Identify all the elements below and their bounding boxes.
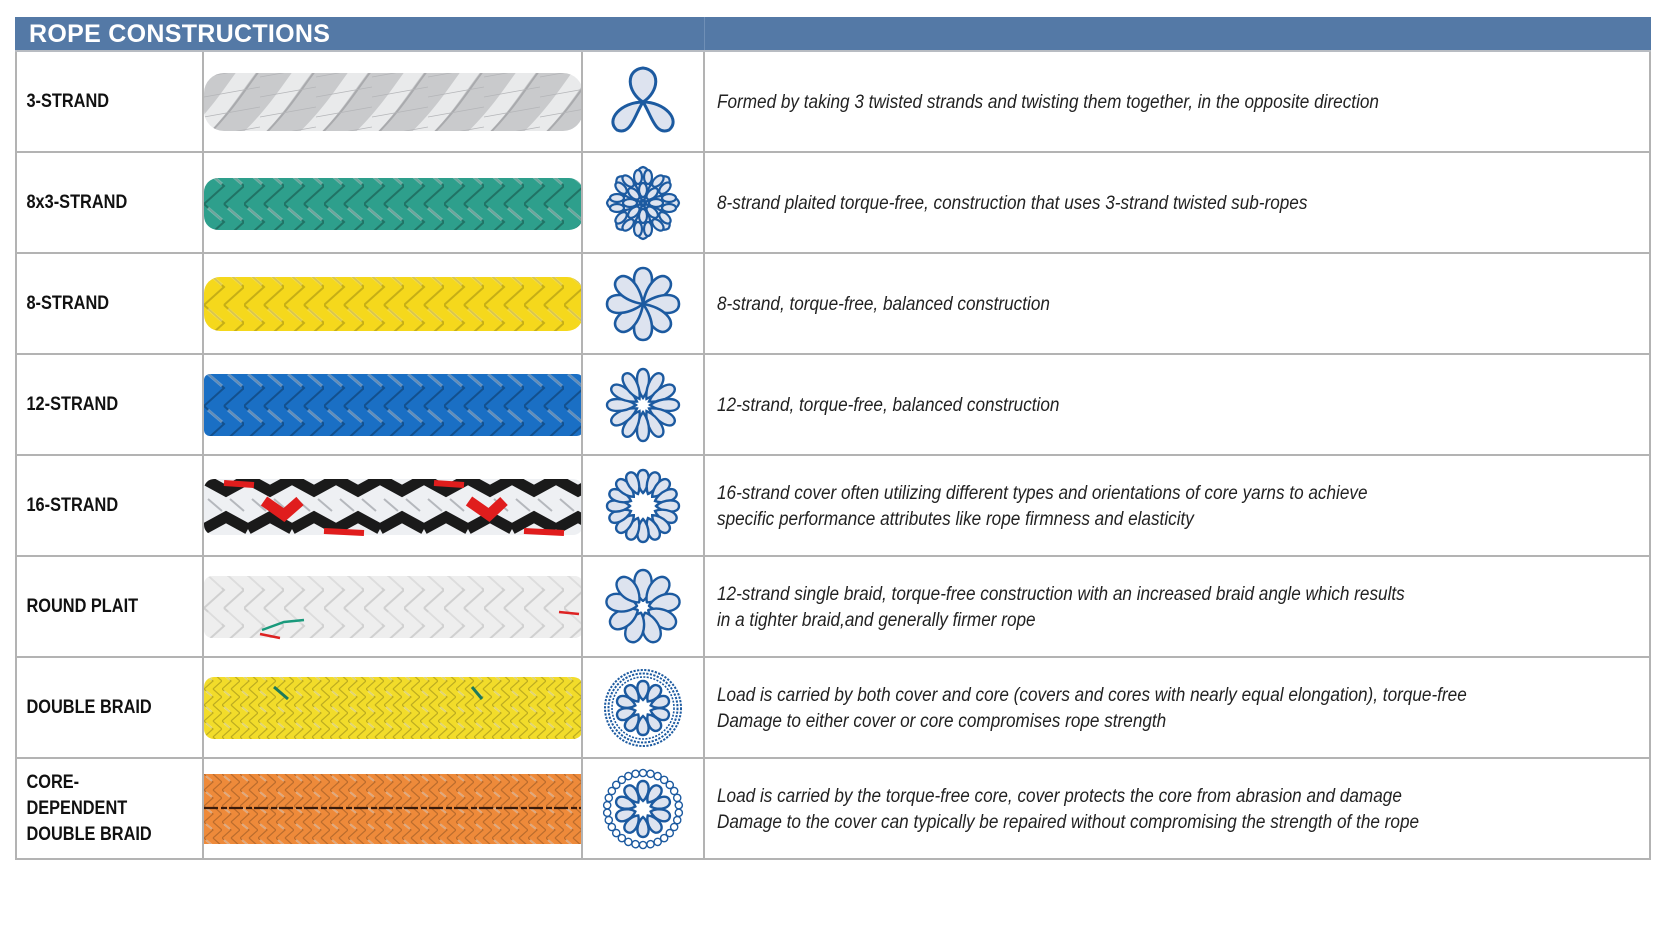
construction-name-cell: 16-STRAND — [17, 456, 204, 555]
construction-name-cell: 3-STRAND — [17, 52, 204, 151]
16-strand-cross-section-icon — [605, 468, 681, 543]
cross-section-cell — [583, 355, 705, 454]
construction-name: 8x3-STRAND — [26, 191, 128, 213]
table-row: 8x3-STRAND 8-strand plaited to — [15, 153, 1651, 254]
rope-8-strand-image — [204, 269, 581, 339]
construction-name: 12-STRAND — [26, 393, 119, 415]
cross-section-cell — [583, 557, 705, 656]
construction-name-cell: DOUBLE BRAID — [17, 658, 204, 757]
rope-photo — [204, 759, 583, 858]
3-strand-cross-section-icon — [611, 65, 675, 132]
8x3-strand-cross-section-icon — [605, 165, 681, 240]
construction-name-cell: 8-STRAND — [17, 254, 204, 353]
table-row: 3-STRAND Formed by taking 3 twisted stra… — [15, 52, 1651, 153]
description-line: Load is carried by both cover and core (… — [717, 683, 1467, 706]
description-line: Formed by taking 3 twisted strands and t… — [717, 90, 1379, 113]
cross-section-cell — [583, 254, 705, 353]
rope-photo — [204, 153, 583, 252]
12-strand-cross-section-icon — [605, 367, 681, 442]
rope-photo — [204, 355, 583, 454]
table-header: ROPE CONSTRUCTIONS — [15, 17, 1651, 52]
description-cell: 8-strand, torque-free, balanced construc… — [705, 254, 1649, 353]
description-cell: 8-strand plaited torque-free, constructi… — [705, 153, 1649, 252]
description-line: 8-strand plaited torque-free, constructi… — [717, 191, 1308, 214]
rope-photo — [204, 557, 583, 656]
description-cell: 16-strand cover often utilizing differen… — [705, 456, 1649, 555]
rope-double-braid-image — [204, 673, 581, 743]
cross-section-cell — [583, 759, 705, 858]
rope-photo — [204, 254, 583, 353]
rope-photo — [204, 52, 583, 151]
description-line: Load is carried by the torque-free core,… — [717, 784, 1402, 807]
construction-name: 8-STRAND — [26, 292, 110, 314]
rope-photo — [204, 456, 583, 555]
rope-core-dependent-double-braid-image — [204, 773, 581, 844]
description-cell: 12-strand, torque-free, balanced constru… — [705, 355, 1649, 454]
rope-3-strand-image — [204, 67, 581, 137]
description-line: 12-strand, torque-free, balanced constru… — [717, 393, 1060, 416]
round-plait-cross-section-icon — [603, 568, 683, 646]
table-row: 12-STRAND 12-strand, torque-free, balanc… — [15, 355, 1651, 456]
rope-16-strand-image — [204, 471, 581, 541]
cross-section-cell — [583, 658, 705, 757]
rope-12-strand-image — [204, 370, 581, 440]
table-row: DOUBLE BRAID — [15, 658, 1651, 759]
description-line: Damage to either cover or core compromis… — [717, 709, 1167, 732]
description-line: specific performance attributes like rop… — [717, 507, 1194, 530]
construction-name-line: DOUBLE BRAID — [26, 823, 152, 845]
rope-round-plait-image — [204, 572, 581, 642]
description-cell: Load is carried by both cover and core (… — [705, 658, 1649, 757]
construction-name-cell: ROUND PLAIT — [17, 557, 204, 656]
description-cell: Formed by taking 3 twisted strands and t… — [705, 52, 1649, 151]
cross-section-cell — [583, 456, 705, 555]
description-cell: 12-strand single braid, torque-free cons… — [705, 557, 1649, 656]
description-line: 8-strand, torque-free, balanced construc… — [717, 292, 1050, 315]
rope-photo — [204, 658, 583, 757]
construction-name: ROUND PLAIT — [26, 595, 139, 617]
rope-constructions-table: ROPE CONSTRUCTIONS 3-STRAND Formed by ta… — [15, 17, 1651, 860]
construction-name-cell: CORE-DEPENDENT DOUBLE BRAID — [17, 759, 204, 858]
table-row: ROUND PLAIT — [15, 557, 1651, 658]
core-dependent-double-braid-cross-section-icon — [602, 768, 684, 849]
double-braid-cross-section-icon — [604, 668, 682, 747]
construction-name: DOUBLE BRAID — [26, 696, 152, 718]
description-cell: Load is carried by the torque-free core,… — [705, 759, 1649, 858]
construction-name-line: CORE-DEPENDENT — [26, 771, 128, 819]
description-line: in a tighter braid,and generally firmer … — [717, 608, 1036, 631]
table-title: ROPE CONSTRUCTIONS — [15, 17, 705, 50]
construction-name: 3-STRAND — [26, 90, 110, 112]
table-row: 16-STRAND — [15, 456, 1651, 557]
8-strand-cross-section-icon — [605, 266, 681, 341]
description-line: Damage to the cover can typically be rep… — [717, 810, 1420, 833]
cross-section-cell — [583, 153, 705, 252]
description-line: 12-strand single braid, torque-free cons… — [717, 582, 1405, 605]
construction-name: 16-STRAND — [26, 494, 119, 516]
table-row: CORE-DEPENDENT DOUBLE BRAID — [15, 759, 1651, 860]
construction-name-cell: 12-STRAND — [17, 355, 204, 454]
header-spacer — [705, 17, 1651, 50]
construction-name-cell: 8x3-STRAND — [17, 153, 204, 252]
table-row: 8-STRAND 8-strand, torque-free, balanced… — [15, 254, 1651, 355]
rope-8x3-strand-image — [204, 168, 581, 238]
description-line: 16-strand cover often utilizing differen… — [717, 481, 1368, 504]
construction-name: CORE-DEPENDENT DOUBLE BRAID — [17, 770, 176, 848]
cross-section-cell — [583, 52, 705, 151]
